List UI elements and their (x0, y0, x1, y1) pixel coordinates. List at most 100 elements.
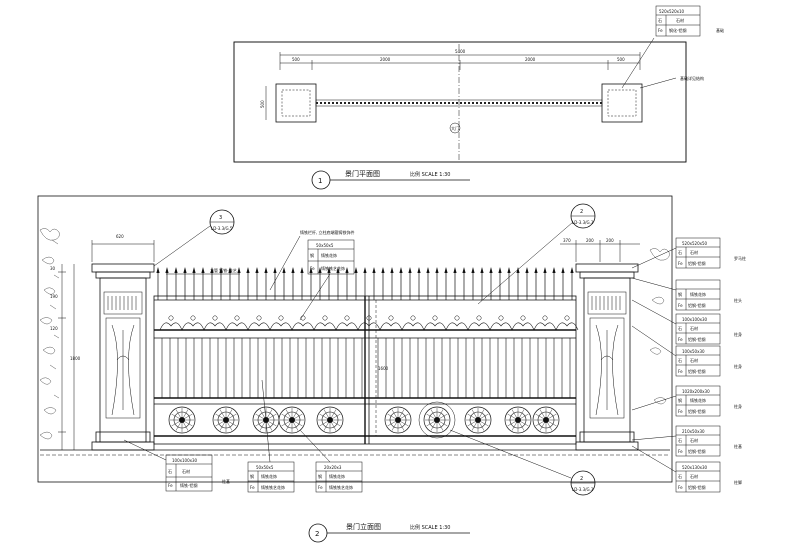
left-table-3: 20x20x3 钢 铸铁花饰 Fe 铸铁铁艺花饰 (299, 429, 363, 493)
svg-text:铝钢-铝钢: 铝钢-铝钢 (688, 368, 705, 374)
svg-text:Fe: Fe (678, 337, 683, 342)
plan-view: 5400 500 2000 2000 500 500 大门 基础详见结构 520… (233, 5, 724, 190)
dim-right-a: 370 (563, 238, 571, 243)
plan-dim-right-gap: 500 (617, 57, 625, 62)
plan-dim-depth: 500 (260, 100, 265, 108)
elevation-index: 2 (315, 530, 319, 538)
right-table-note: 柱身 (734, 403, 742, 409)
dim-left-pier: 620 (116, 234, 124, 239)
plan-title: 景门平面图 (345, 169, 380, 178)
plan-right-note: 基础详见结构 (680, 75, 704, 81)
svg-text:Fe: Fe (678, 485, 683, 490)
svg-text:Fe: Fe (678, 409, 683, 414)
svg-text:钢: 钢 (318, 473, 322, 479)
mid-material-table: 50x50x5 钢 铸铁花饰 Fe 铸铁铁艺花饰 (299, 239, 355, 321)
plan-center-tag-circle (449, 122, 461, 134)
svg-text:铸铁花饰: 铸铁花饰 (321, 252, 337, 258)
gate-rosettes (168, 406, 560, 434)
svg-text:Fe: Fe (678, 261, 683, 266)
plan-table-note: 基础 (716, 27, 724, 33)
svg-text:石: 石 (678, 326, 682, 331)
callout-3: 3 LD-3.3/G.5 (153, 209, 235, 267)
svg-text:石材: 石材 (676, 17, 684, 23)
dim-center-height: 1600 (378, 366, 389, 371)
svg-text:Fe: Fe (658, 28, 663, 33)
svg-text:Fe: Fe (318, 485, 323, 490)
right-table-header: 520x130x30 (682, 465, 708, 470)
gate-spikes (156, 267, 574, 300)
dim-mid-height: 1800 (70, 356, 81, 361)
left-pier (91, 263, 155, 451)
svg-text:钢化-铝钢: 钢化-铝钢 (669, 27, 686, 33)
dim-right-c: 200 (606, 238, 614, 243)
svg-text:520x520x10: 520x520x10 (659, 9, 685, 14)
svg-text:铝钢-铝钢: 铝钢-铝钢 (688, 336, 705, 342)
svg-text:铝钢-铝钢: 铝钢-铝钢 (688, 484, 705, 490)
right-table-note: 罗马柱 (734, 255, 746, 261)
plan-center-tag: 大门 (451, 125, 459, 131)
svg-text:铸铁-铝钢: 铸铁-铝钢 (180, 482, 197, 488)
elevation-scale: 比例 SCALE 1:30 (410, 524, 450, 531)
elevation-view: 620 370 200 200 30 190 120 1800 1600 3 L… (37, 195, 746, 543)
svg-text:铸铁花饰: 铸铁花饰 (690, 291, 706, 297)
plan-material-table: 520x520x10 石 石材 Fe 钢化-铝钢 基础 (655, 5, 724, 37)
dim-left-v3: 120 (50, 326, 58, 331)
svg-text:钢: 钢 (250, 473, 254, 479)
plan-index: 1 (318, 177, 322, 185)
svg-text:铸铁花饰: 铸铁花饰 (261, 473, 277, 479)
left-table-2: 50x50x5 钢 铸铁花饰 Fe 铸铁铁艺花饰 (247, 379, 295, 493)
svg-text:石: 石 (678, 250, 682, 255)
svg-text:石材: 石材 (690, 473, 698, 479)
callout-2-bottom: 2 LD-3.3/G.3 (418, 401, 596, 496)
svg-text:Fe: Fe (310, 266, 315, 271)
svg-text:铝钢-铝钢: 铝钢-铝钢 (688, 448, 705, 454)
svg-text:石材: 石材 (690, 325, 698, 331)
svg-text:铸铁花饰: 铸铁花饰 (329, 473, 345, 479)
svg-text:Fe: Fe (250, 485, 255, 490)
elevation-frame (37, 195, 673, 483)
callout-2-top: 2 LD-3.3/G.3 (477, 203, 596, 305)
svg-text:钢: 钢 (310, 252, 314, 258)
dim-left-v1: 30 (50, 266, 56, 271)
right-table-header: 100x50x30 (682, 349, 705, 354)
right-table-header: 1020x200x30 (682, 389, 710, 394)
foliage-right (649, 248, 670, 405)
svg-text:LD-3.3/G.3: LD-3.3/G.3 (572, 220, 594, 225)
svg-text:钢: 钢 (678, 397, 682, 403)
svg-text:Fe: Fe (678, 303, 683, 308)
right-table-note: 柱身 (734, 363, 742, 369)
dim-left-v2: 190 (50, 294, 58, 299)
svg-text:石: 石 (658, 18, 662, 23)
foliage-left (39, 228, 60, 440)
svg-text:石材: 石材 (182, 468, 190, 474)
svg-text:2: 2 (580, 209, 583, 215)
right-table-header: 520x520x50 (682, 241, 708, 246)
plan-dim-mid-right: 2000 (525, 57, 536, 62)
gate-leaves (153, 267, 579, 445)
right-table-note: 柱头 (734, 297, 742, 303)
right-table-note: 柱脚 (734, 479, 742, 485)
elevation-title: 景门立面图 (346, 522, 381, 531)
svg-text:20x20x3: 20x20x3 (324, 465, 342, 470)
right-table-header: 100x100x30 (682, 317, 708, 322)
gate-vertical-bars (161, 338, 571, 398)
svg-text:LD-3.3/G.3: LD-3.3/G.3 (572, 487, 594, 492)
note-top-rail-2: 方管 铸铁-铁艺 (210, 267, 237, 273)
svg-text:钢: 钢 (678, 291, 682, 297)
svg-text:石: 石 (678, 358, 682, 363)
gate-top-scrolls (159, 315, 579, 331)
svg-text:石: 石 (168, 469, 172, 474)
svg-text:铝钢-铝钢: 铝钢-铝钢 (688, 260, 705, 266)
svg-text:LD-3.3/G.5: LD-3.3/G.5 (211, 226, 233, 231)
svg-text:石: 石 (678, 474, 682, 479)
svg-text:石材: 石材 (690, 437, 698, 443)
plan-dim-overall: 5400 (455, 49, 466, 54)
svg-text:铸铁花饰: 铸铁花饰 (690, 397, 706, 403)
left-table-1: 100x100x30 石 石材 Fe 铸铁-铝钢 (123, 439, 213, 492)
